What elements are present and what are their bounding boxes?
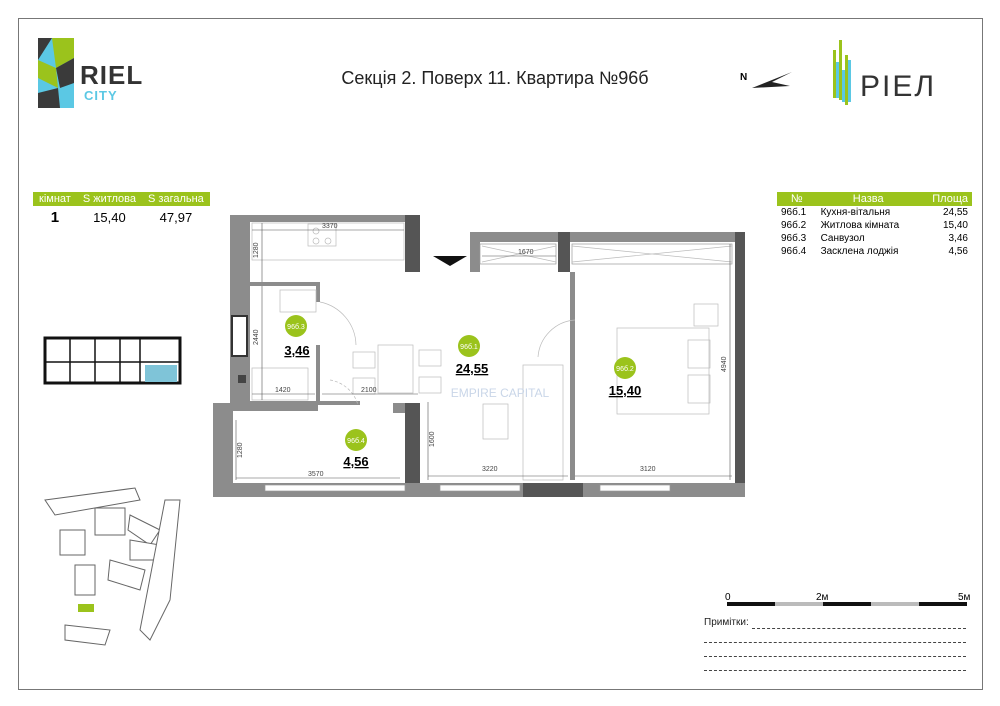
dim-label: 2100 <box>361 387 377 394</box>
dim-label: 1280 <box>237 442 244 458</box>
room-id: 96б.3 <box>287 323 305 331</box>
furniture <box>251 222 733 481</box>
page-title: Секція 2. Поверх 11. Квартира №96б <box>341 68 649 88</box>
table-row: 96б.4 Засклена лоджія 4,56 <box>777 245 972 258</box>
table-row: 96б.3 Санвузол 3,46 <box>777 232 972 245</box>
watermark: EMPIRE CAPITAL <box>451 386 550 400</box>
dim-label: 1600 <box>429 431 436 447</box>
room-area: 4,56 <box>948 246 968 257</box>
room-marker <box>345 429 367 451</box>
north-label: N <box>740 72 748 83</box>
col-living-area: S житлова <box>76 192 143 206</box>
section-highlight <box>78 604 94 612</box>
notes-line <box>704 656 966 657</box>
col-rooms: кімнат <box>33 192 77 206</box>
col-number: № <box>777 192 817 206</box>
meter-box <box>238 375 246 383</box>
room-name: Санвузол <box>820 233 865 244</box>
dim-label: 3120 <box>640 466 656 473</box>
room-name: Житлова кімната <box>820 220 900 231</box>
col-area: Площа <box>919 192 972 206</box>
room-id: 96б.4 <box>347 437 365 445</box>
room-area-label: 3,46 <box>284 343 309 358</box>
table-row: 96б.2 Житлова кімната 15,40 <box>777 219 972 232</box>
riel-city-logo-icon <box>38 38 74 108</box>
room-number: 96б.1 <box>781 207 807 218</box>
total-area: 47,97 <box>159 210 193 225</box>
room-number: 96б.4 <box>781 246 807 257</box>
dim-label: 1670 <box>518 249 534 256</box>
room-id: 96б.2 <box>616 365 634 373</box>
notes-line <box>752 628 966 629</box>
room-labels: 96б.3 3,46 96б.1 24,55 96б.2 15,40 96б.4… <box>284 315 641 469</box>
room-marker <box>614 357 636 379</box>
shaft <box>231 315 248 357</box>
city-logo-text: CITY <box>84 88 118 103</box>
room-name: Кухня-вітальня <box>820 207 891 218</box>
table-row: 96б.1 Кухня-вітальня 24,55 <box>777 206 972 219</box>
dim-label: 1280 <box>253 242 260 258</box>
room-area-label: 4,56 <box>343 454 368 469</box>
dim-label: 1420 <box>275 387 291 394</box>
col-total-area: S загальна <box>142 192 210 206</box>
room-area: 15,40 <box>942 220 968 231</box>
room-marker <box>285 315 307 337</box>
rooms-count: 1 <box>50 209 60 226</box>
living-area: 15,40 <box>93 210 126 225</box>
dim-label: 3570 <box>308 471 324 478</box>
room-number: 96б.3 <box>781 233 807 244</box>
room-marker <box>458 335 480 357</box>
piel-logo-text: РІЕЛ <box>860 70 937 103</box>
notes-line <box>704 670 966 671</box>
notes-label: Примітки: <box>704 617 749 628</box>
notes-line <box>704 642 966 643</box>
scale-label-5m: 5м <box>958 592 971 603</box>
room-area-label: 15,40 <box>609 383 642 398</box>
riel-logo-text: RIEL <box>80 60 144 90</box>
dim-label: 3370 <box>322 223 338 230</box>
dimension-lines <box>235 223 732 480</box>
room-area: 24,55 <box>942 207 968 218</box>
scale-label-2m: 2м <box>816 592 829 603</box>
scale-label-0: 0 <box>725 592 731 603</box>
col-name: Назва <box>816 192 920 206</box>
dim-label: 4940 <box>721 356 728 372</box>
entrance-arrow-icon <box>433 256 467 266</box>
room-name: Засклена лоджія <box>820 246 899 257</box>
room-id: 96б.1 <box>460 343 478 351</box>
dim-label: 2440 <box>253 329 260 345</box>
room-area: 3,46 <box>948 233 968 244</box>
page-frame <box>18 18 983 690</box>
dim-label: 3220 <box>482 466 498 473</box>
room-number: 96б.2 <box>781 220 807 231</box>
apartment-highlight <box>145 365 177 382</box>
dimension-labels: 3370 1280 2440 1420 2100 1670 4940 1600 … <box>237 223 728 478</box>
room-area-label: 24,55 <box>456 361 489 376</box>
